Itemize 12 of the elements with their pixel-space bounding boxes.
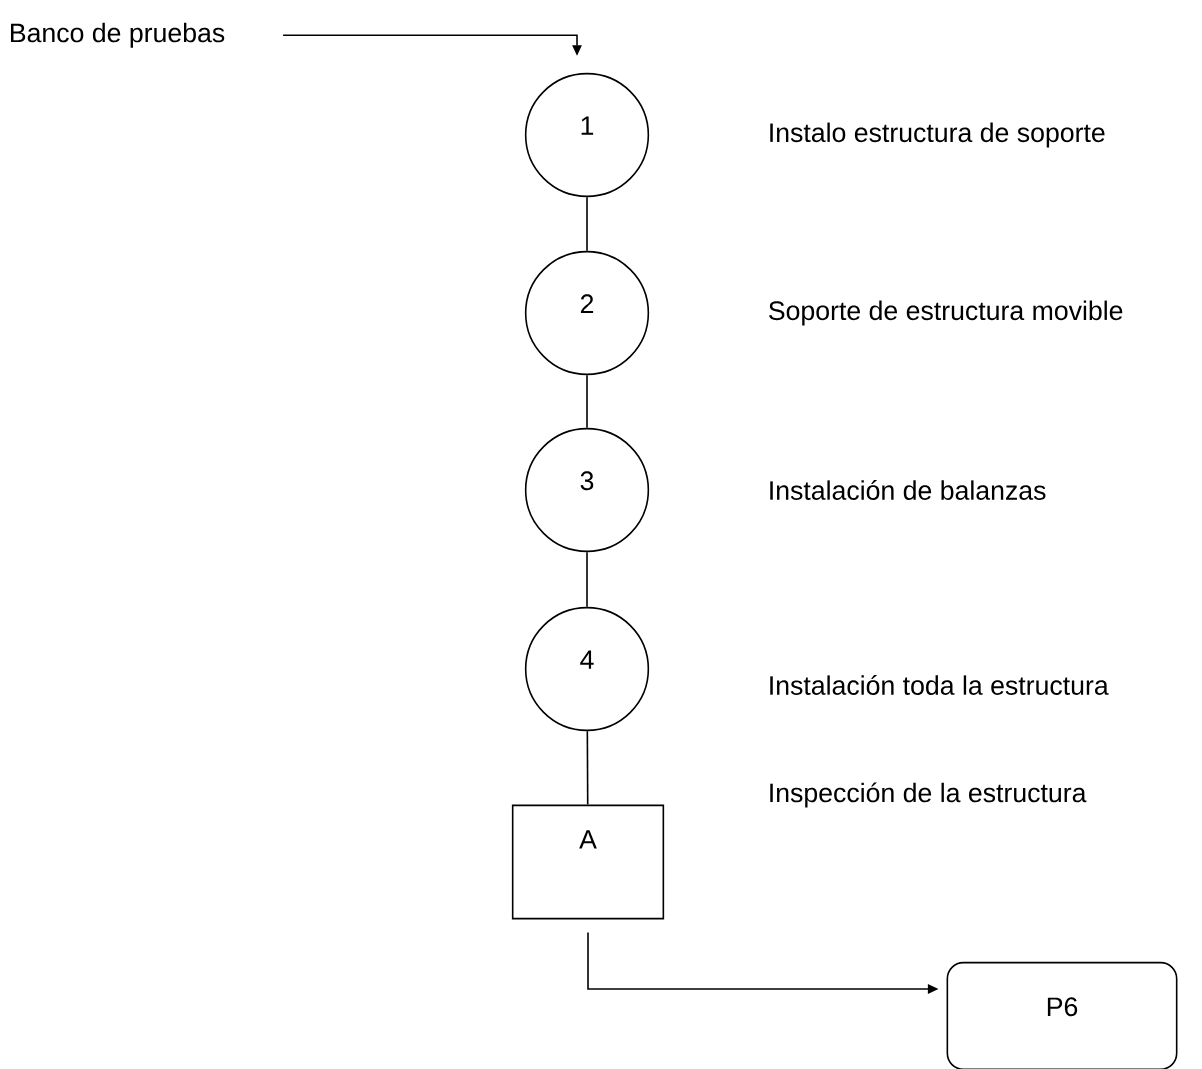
step-description: Soporte de estructura movible: [769, 300, 1123, 326]
step-description: Instalación de balanzas: [770, 480, 1046, 500]
step-description: Instalo estructura de soporte: [770, 122, 1105, 148]
connector: [586, 374, 588, 429]
step-description: Inspección de la estructura: [770, 782, 1087, 808]
start-label: Banco de pruebas: [11, 22, 225, 48]
process-box: P6: [946, 961, 1178, 1069]
inspection-box: A: [511, 804, 665, 920]
connector: [586, 551, 588, 608]
connector: [586, 730, 589, 806]
step-description: Instalación toda la estructura: [770, 675, 1109, 695]
connector: [586, 196, 588, 252]
